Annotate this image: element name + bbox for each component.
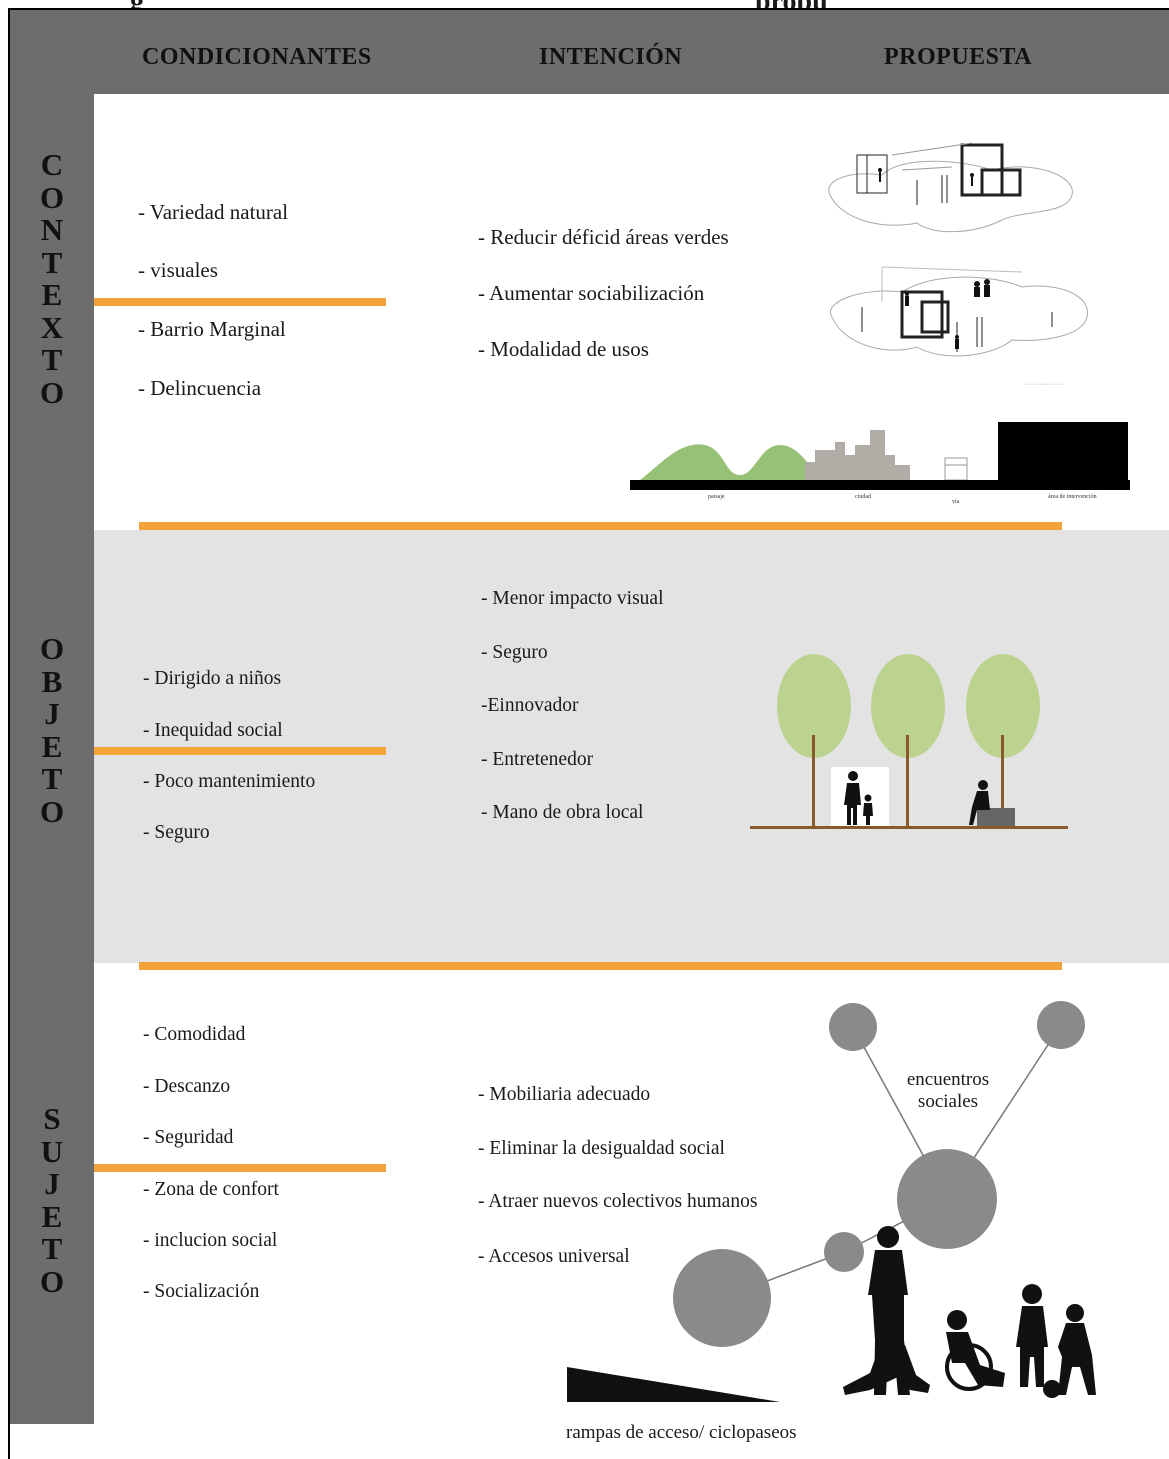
axonometric-sketch-bottom [829, 266, 1088, 357]
sujeto-condition: - Seguridad [143, 1127, 234, 1148]
objeto-intention: - Seguro [481, 642, 548, 663]
section-label-via: vía [952, 499, 960, 505]
objeto-condition: - Poco mantenimiento [143, 771, 316, 792]
sujeto-condition: - Socialización [143, 1281, 260, 1302]
header-condicionantes: CONDICIONANTES [142, 44, 372, 70]
contexto-intention: - Reducir déficid áreas verdes [478, 225, 729, 249]
objeto-condition: - Inequidad social [143, 720, 283, 741]
sujeto-condition: - Comodidad [143, 1024, 246, 1045]
contexto-intention: - Modalidad de usos [478, 337, 649, 361]
encuentros-label: encuentros sociales [906, 1069, 990, 1112]
section-label-paisaje: paisaje [708, 494, 725, 500]
contexto-bottom-line [139, 522, 1062, 530]
urban-section-graphic [630, 422, 1130, 490]
sujeto-intention: - Eliminar la desigualdad social [478, 1138, 725, 1159]
objeto-intention: - Menor impacto visual [481, 588, 664, 609]
header-propuesta: PROPUESTA [884, 44, 1033, 70]
tiny-caption: ············· [1025, 382, 1064, 388]
axonometric-sketch-top [828, 142, 1073, 233]
contexto-condition: - Barrio Marginal [138, 317, 286, 341]
sujeto-condition: - Descanzo [143, 1076, 231, 1097]
contexto-condition: - Variedad natural [138, 200, 289, 224]
objeto-divider [94, 747, 386, 755]
section-label-area: área de intervención [1048, 494, 1097, 500]
social-bubble-diagram [567, 1001, 1096, 1402]
contexto-condition: - visuales [138, 258, 218, 282]
sujeto-intention: - Accesos universal [478, 1246, 630, 1267]
trees-illustration [750, 654, 1068, 829]
objeto-intention: - Entretenedor [481, 749, 594, 770]
contexto-condition: - Delincuencia [138, 376, 262, 400]
sujeto-divider [94, 1164, 386, 1172]
objeto-bottom-line [139, 962, 1062, 970]
objeto-condition: - Seguro [143, 822, 210, 843]
ramp-caption: rampas de acceso/ ciclopaseos [566, 1422, 797, 1443]
objeto-intention: - Mano de obra local [481, 802, 644, 823]
sujeto-condition: - Zona de confort [143, 1179, 279, 1200]
sujeto-intention: - Mobiliaria adecuado [478, 1084, 651, 1105]
frame-top-border [8, 8, 1169, 10]
header-bar [10, 10, 1169, 94]
side-label-column [10, 94, 94, 1424]
frame-left-border [8, 8, 10, 1459]
contexto-intention: - Aumentar sociabilización [478, 281, 705, 305]
sujeto-condition: - inclucion social [143, 1230, 278, 1251]
objeto-intention: -Einnovador [481, 695, 579, 716]
header-intencion: INTENCIÓN [539, 44, 683, 70]
contexto-divider [94, 298, 386, 306]
section-label-ciudad: ciudad [855, 494, 871, 500]
objeto-condition: - Dirigido a niños [143, 668, 282, 689]
sujeto-intention: - Atraer nuevos colectivos humanos [478, 1191, 758, 1212]
